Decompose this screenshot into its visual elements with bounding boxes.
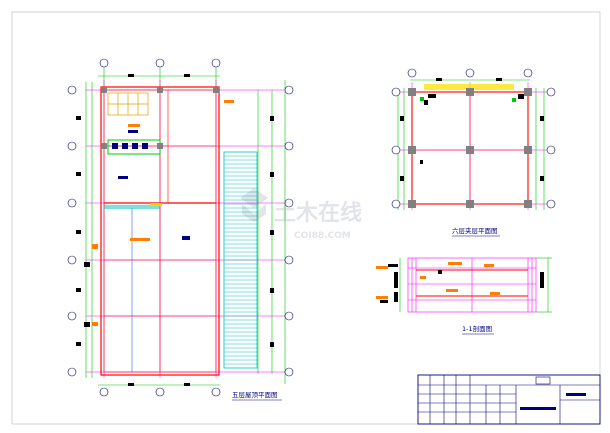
- section-ticks: [380, 264, 544, 303]
- plan-left-caption: 五层屋顶平面图: [232, 391, 278, 399]
- plan-left-gridlines: [86, 80, 285, 378]
- section-structure: [407, 257, 537, 313]
- plan-right-columns: [408, 88, 532, 208]
- plan-right: 六层夹层平面图: [391, 68, 556, 237]
- plan-right-marks: [400, 78, 544, 181]
- plan-left-dimensions: [85, 66, 286, 386]
- plan-left: 五层屋顶平面图: [67, 58, 294, 401]
- plan-left-marks: [92, 100, 234, 326]
- section-1-1: 1-1剖面图: [376, 257, 552, 335]
- watermark-sub: COI88.COM: [294, 231, 351, 241]
- plan-left-axis-bubbles: [67, 58, 294, 397]
- plan-left-stair: [223, 151, 258, 369]
- plan-left-beam: [104, 205, 160, 209]
- plan-left-columns: [101, 87, 219, 149]
- plan-right-dimensions: [397, 79, 545, 210]
- plan-right-caption: 六层夹层平面图: [452, 226, 498, 235]
- watermark-main: 土木在线: [274, 200, 362, 226]
- plan-left-dim-ticks: [76, 74, 274, 386]
- section-caption: 1-1剖面图: [462, 324, 492, 333]
- sheet-border: [11, 11, 601, 425]
- plan-left-core-marks: [112, 143, 148, 149]
- watermark: 土木在线 COI88.COM: [240, 188, 362, 241]
- section-marks: [376, 262, 500, 299]
- title-block: [417, 374, 601, 425]
- plan-left-walls: [100, 86, 220, 376]
- plan-right-green-marks: [420, 97, 516, 102]
- plan-right-axis-bubbles: [391, 68, 556, 209]
- section-dimensions: [399, 257, 552, 313]
- watermark-logo-icon: [240, 188, 268, 222]
- plan-right-roof-strip: [424, 84, 514, 90]
- title-block-text-bars: [520, 393, 586, 410]
- plan-left-room: [107, 92, 149, 116]
- section-slabs: [416, 269, 528, 297]
